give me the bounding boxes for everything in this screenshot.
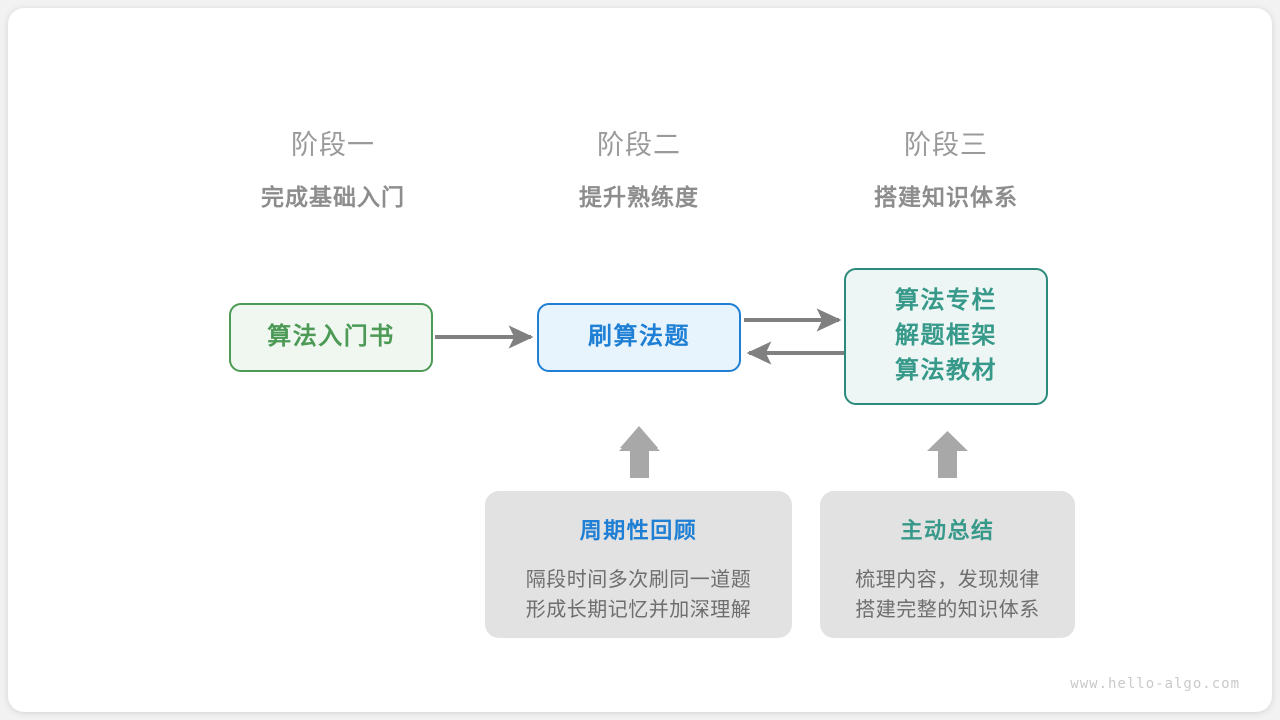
- stage-header-1: 阶段一 完成基础入门: [203, 130, 463, 212]
- stage-title: 提升熟练度: [579, 184, 699, 211]
- node-label: 刷算法题: [588, 323, 690, 351]
- stage-number: 阶段二: [597, 130, 681, 160]
- card-title: 周期性回顾: [579, 518, 698, 543]
- watermark-url: www.hello-algo.com: [1070, 676, 1240, 692]
- arrow-up-review: [620, 426, 658, 478]
- node-learning-resources[interactable]: 算法专栏 解题框架 算法教材: [844, 268, 1048, 405]
- node-practice-problems[interactable]: 刷算法题: [537, 303, 741, 372]
- card-body: 梳理内容，发现规律 搭建完整的知识体系: [855, 565, 1040, 626]
- node-algorithm-intro-book[interactable]: 算法入门书: [229, 303, 433, 372]
- card-title: 主动总结: [900, 518, 995, 543]
- diagram-canvas: 阶段一 完成基础入门 阶段二 提升熟练度 阶段三 搭建知识体系 算法入门书 刷算…: [8, 8, 1272, 712]
- card-body: 隔段时间多次刷同一道题 形成长期记忆并加深理解: [526, 565, 752, 626]
- node-label-line-3: 算法教材: [895, 356, 997, 384]
- card-body-line-1: 隔段时间多次刷同一道题: [525, 569, 752, 591]
- stage-header-3: 阶段三 搭建知识体系: [816, 130, 1076, 212]
- stage-title: 搭建知识体系: [874, 184, 1018, 211]
- node-label-line-2: 解题框架: [895, 322, 997, 350]
- card-body-line-2: 搭建完整的知识体系: [855, 599, 1040, 622]
- arrow-up-summary: [927, 431, 968, 478]
- stage-title: 完成基础入门: [261, 184, 405, 211]
- node-label: 算法入门书: [267, 323, 395, 351]
- stage-number: 阶段一: [291, 130, 375, 160]
- node-label-line-1: 算法专栏: [895, 287, 997, 315]
- card-body-line-1: 梳理内容，发现规律: [855, 569, 1040, 591]
- card-periodic-review[interactable]: 周期性回顾 隔段时间多次刷同一道题 形成长期记忆并加深理解: [485, 491, 792, 638]
- stage-header-2: 阶段二 提升熟练度: [509, 130, 769, 212]
- stage-number: 阶段三: [904, 130, 988, 160]
- card-body-line-2: 形成长期记忆并加深理解: [525, 599, 752, 622]
- card-active-summary[interactable]: 主动总结 梳理内容，发现规律 搭建完整的知识体系: [820, 491, 1075, 638]
- arrow-up-review-shape: [619, 431, 660, 478]
